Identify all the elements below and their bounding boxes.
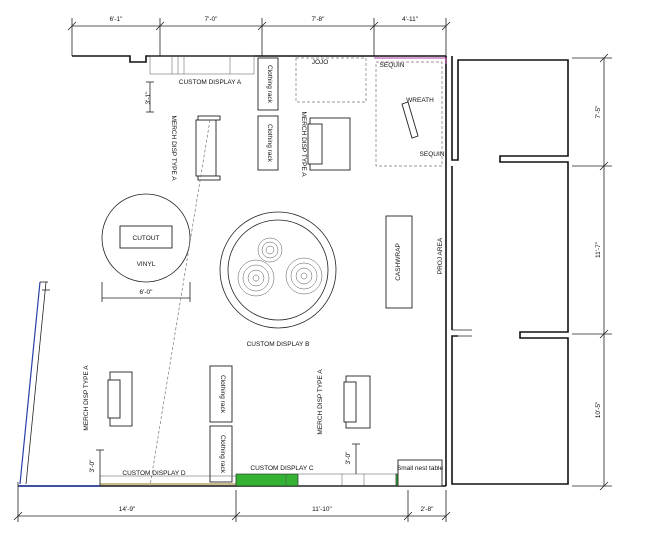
merch-display-top-middle: MERCH DISP TYPE A [300,111,351,177]
jojo-label: JOJO [312,59,329,66]
sequin-label-bottom: SEQUIN [420,151,445,158]
proj-area-label: PROJ AREA [437,237,444,274]
cutout-vinyl-display: CUTOUT VINYL 6'-0" [101,193,191,302]
merch-disp-label: MERCH DISP TYPE A [170,115,177,181]
dim-top-3: 7'-8" [312,16,326,23]
cutout-width-dim: 6'-0" [140,289,154,296]
clothing-rack-bottom-2: Clothing rack [209,425,233,483]
display-d-depth-dim: 3'-0" [89,459,96,473]
custom-display-a: CUSTOM DISPLAY A 3'-1" [145,55,255,113]
sight-line [149,119,211,487]
clothing-rack-label: Clothing rack [266,124,273,163]
merch-disp-label: MERCH DISP TYPE A [317,369,324,435]
custom-display-d-label: CUSTOM DISPLAY D [122,470,186,477]
adjacent-space [451,56,569,485]
clothing-rack-label: Clothing rack [219,375,226,414]
right-dimension-string: 7'-5" 11'-7" 10'-5" [572,53,612,491]
top-dimension-string: 6'-1" 7'-0" 7'-8" 4'-11" [67,16,451,56]
small-nest-table-label: Small nest table [397,465,444,472]
sequin-label-top: SEQUIN [380,62,405,69]
custom-display-b: CUSTOM DISPLAY B [219,211,337,348]
wreath-label: WREATH [406,97,434,104]
display-c-depth-dim: 3'-0" [345,451,352,465]
custom-display-c-label: CUSTOM DISPLAY C [250,465,314,472]
cashwrap: CASHWRAP [385,215,413,309]
clothing-rack-top-2: Clothing rack [257,115,279,171]
clothing-rack-label: Clothing rack [266,65,273,104]
clothing-rack-label: Clothing rack [219,435,226,474]
merch-display-bottom-middle: MERCH DISP TYPE A [317,369,371,435]
bottom-dimension-string: 14'-9" 11'-10" 2'-8" [13,490,451,522]
clothing-rack-top-1: Clothing rack [257,57,279,111]
sequin-zone: SEQUIN WREATH SEQUIN [374,57,447,167]
cashwrap-label: CASHWRAP [395,243,402,281]
dim-bottom-2: 11'-10" [312,506,332,513]
vinyl-label: VINYL [137,261,156,268]
custom-display-b-label: CUSTOM DISPLAY B [247,341,310,348]
dim-right-1: 7'-5" [595,105,602,119]
dim-bottom-3: 2'-8" [421,506,435,513]
left-angled-wall [19,281,41,485]
dim-top-1: 6'-1" [110,16,124,23]
merch-display-top-left: MERCH DISP TYPE A [170,115,221,181]
custom-display-c: CUSTOM DISPLAY C 3'-0" [235,443,409,487]
clothing-rack-bottom-1: Clothing rack [209,365,233,423]
merch-disp-label: MERCH DISP TYPE A [300,111,307,177]
dim-top-2: 7'-0" [205,16,219,23]
dim-right-2: 11'-7" [595,241,602,258]
wreath-panel [401,101,419,139]
merch-display-bottom-left: MERCH DISP TYPE A [83,365,133,431]
custom-display-a-label: CUSTOM DISPLAY A [179,79,242,86]
dim-right-3: 10'-5" [595,401,602,418]
dim-bottom-1: 14'-9" [119,506,136,513]
jojo-display: JOJO [295,57,367,103]
merch-disp-label: MERCH DISP TYPE A [83,365,90,431]
small-nest-table: Small nest table [397,459,444,487]
dim-top-4: 4'-11" [402,16,419,23]
cutout-label: CUTOUT [133,235,160,242]
display-a-depth-dim: 3'-1" [145,91,152,105]
